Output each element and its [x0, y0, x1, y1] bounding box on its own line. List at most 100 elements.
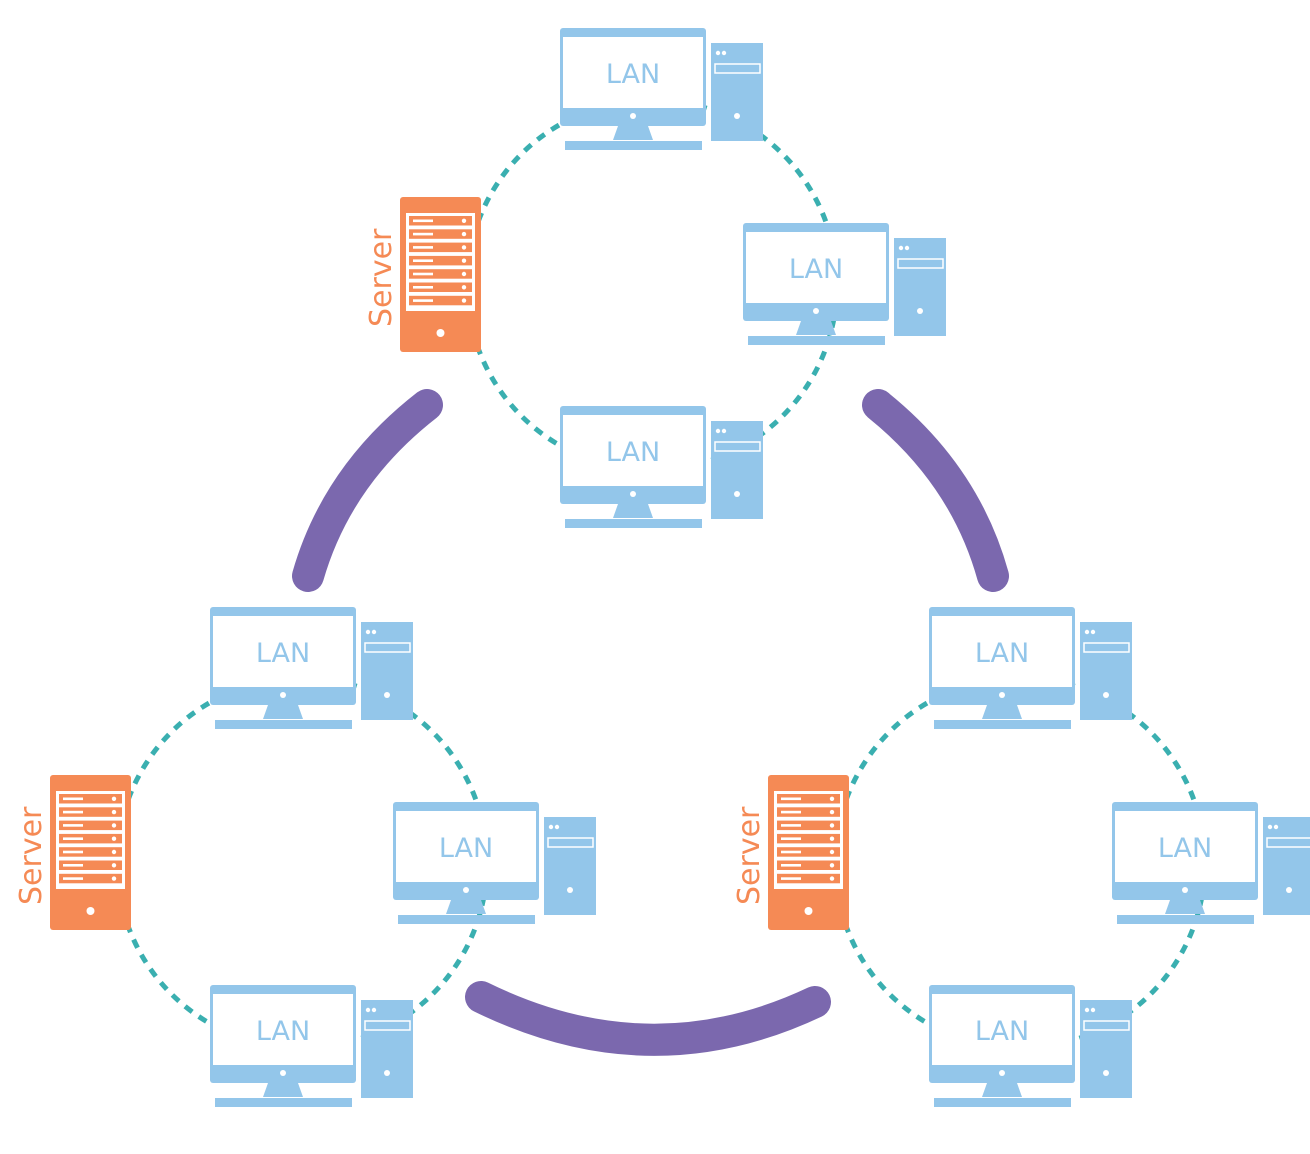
server-slot: [59, 807, 122, 817]
tower-drive-bay: [364, 642, 411, 653]
server-label: Server: [14, 806, 49, 905]
server-slot-led: [111, 836, 117, 841]
workstation-top-1[interactable]: LAN: [560, 28, 763, 150]
server-slot-label: [413, 272, 433, 276]
desktop-computer-icon: [210, 985, 413, 1107]
monitor-screen: [1115, 811, 1255, 882]
server-slot: [59, 847, 122, 857]
server-slot-label: [781, 837, 801, 840]
server-slot-label: [63, 877, 83, 880]
server-label: Server: [732, 806, 767, 905]
server-slot-led: [829, 823, 835, 828]
workstation-label: LAN: [256, 1016, 310, 1047]
desktop-computer-icon: [560, 28, 763, 150]
workstation-bottom-left-2[interactable]: LAN: [393, 802, 596, 924]
server-slot-label: [413, 259, 433, 262]
server-slot: [777, 833, 840, 844]
server-slot-label: [63, 797, 83, 801]
monitor-base: [215, 720, 352, 729]
monitor-power-dot: [630, 113, 636, 119]
monitor-base: [215, 1098, 352, 1107]
desktop-computer-icon: [560, 406, 763, 528]
tower-drive-bay: [364, 1020, 411, 1031]
tower-drive-bay: [897, 258, 944, 269]
monitor-power-dot: [999, 692, 1005, 698]
link-top-to-bottom-left: [292, 389, 443, 592]
server-slot: [59, 873, 122, 884]
monitor-base: [934, 1098, 1071, 1107]
server-rack-icon: [50, 775, 131, 930]
monitor-stand: [263, 705, 303, 719]
server-slot: [777, 873, 840, 884]
workstation-top-3[interactable]: LAN: [560, 406, 763, 528]
server-slot: [409, 269, 472, 279]
link-layer: [292, 389, 1009, 1056]
server-bottom-right[interactable]: Server: [732, 775, 849, 930]
server-slot-led: [461, 285, 467, 290]
server-slot-led: [829, 836, 835, 841]
workstation-label: LAN: [606, 437, 660, 468]
tower-case: [1080, 622, 1132, 720]
monitor-power-dot: [1182, 887, 1188, 893]
server-slot-label: [63, 824, 83, 827]
cluster-bottom-left: Server LAN LAN LAN: [14, 607, 596, 1107]
tower-drive-bay: [1083, 642, 1130, 653]
server-slot: [409, 282, 472, 292]
server-slot-label: [781, 810, 801, 814]
server-label: Server: [364, 228, 399, 327]
workstation-bottom-right-3[interactable]: LAN: [929, 985, 1132, 1107]
link-top-to-bottom-right: [862, 389, 1009, 592]
server-power-dot: [804, 907, 813, 915]
workstation-bottom-right-2[interactable]: LAN: [1112, 802, 1310, 924]
tower-power-button: [1286, 887, 1292, 893]
monitor-stand: [613, 504, 653, 518]
tower-led: [371, 629, 377, 635]
server-slot-led: [461, 245, 467, 250]
server-slot-led: [461, 271, 467, 277]
server-slot: [59, 794, 122, 804]
tower-led: [904, 245, 910, 251]
monitor-stand: [613, 126, 653, 140]
server-slot: [409, 242, 472, 253]
tower-drive-bay: [1083, 1020, 1130, 1031]
tower-led: [554, 824, 560, 830]
workstation-top-2[interactable]: LAN: [743, 223, 946, 345]
workstation-label: LAN: [439, 833, 493, 864]
monitor-stand: [796, 321, 836, 335]
tower-case: [894, 238, 946, 336]
tower-led: [715, 50, 721, 56]
workstation-bottom-left-3[interactable]: LAN: [210, 985, 413, 1107]
monitor-screen: [396, 811, 536, 882]
server-slot: [409, 216, 472, 226]
server-top[interactable]: Server: [364, 197, 481, 352]
server-rack-icon: [400, 197, 481, 352]
link-bottom-left-to-bottom-right: [465, 981, 831, 1056]
tower-drive-bay: [1266, 837, 1310, 848]
server-slot-led: [829, 809, 835, 815]
server-slot-led: [111, 796, 117, 801]
tower-led: [715, 428, 721, 434]
desktop-computer-icon: [210, 607, 413, 729]
server-slot-label: [413, 246, 433, 249]
desktop-computer-icon: [929, 607, 1132, 729]
server-slot: [59, 833, 122, 844]
server-slot: [59, 820, 122, 831]
server-slot-label: [63, 864, 83, 867]
tower-power-button: [384, 692, 390, 698]
server-slot-label: [781, 824, 801, 827]
workstation-bottom-left-1[interactable]: LAN: [210, 607, 413, 729]
server-slot-label: [413, 232, 433, 236]
server-bottom-left[interactable]: Server: [14, 775, 131, 930]
server-slot: [777, 847, 840, 857]
server-slot-label: [413, 299, 433, 302]
workstation-label: LAN: [1158, 833, 1212, 864]
monitor-power-dot: [999, 1070, 1005, 1076]
tower-power-button: [734, 113, 740, 119]
workstation-bottom-right-1[interactable]: LAN: [929, 607, 1132, 729]
server-slot-label: [63, 850, 83, 854]
server-slot-label: [413, 286, 433, 289]
monitor-screen: [213, 616, 353, 687]
server-rack-icon: [768, 775, 849, 930]
desktop-computer-icon: [1112, 802, 1310, 924]
